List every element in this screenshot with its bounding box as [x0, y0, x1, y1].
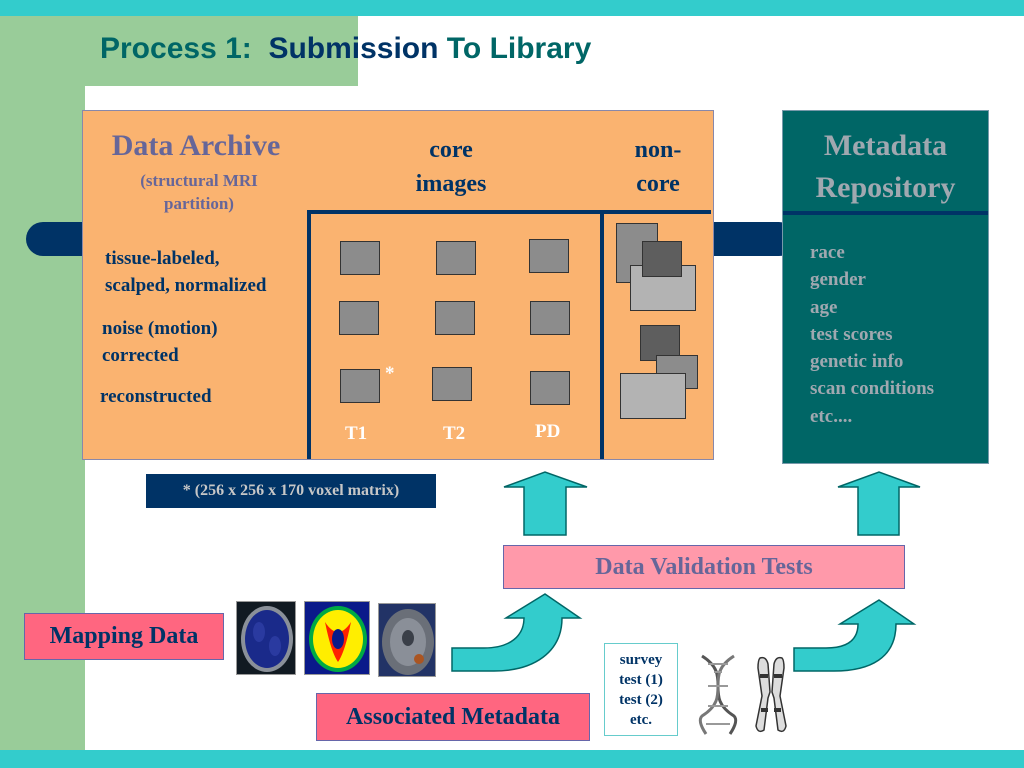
survey-line: survey — [619, 652, 663, 668]
archive-header-divider — [307, 210, 711, 214]
column-label-t2: T2 — [443, 423, 466, 444]
image-pd-corrected — [530, 301, 570, 335]
noncore-header-line1: non- — [634, 137, 682, 163]
core-images-header: core images — [389, 133, 513, 201]
curved-arrow-icon — [793, 599, 917, 672]
row-label-noise: noise (motion) corrected — [102, 315, 218, 369]
archive-subtitle: (structural MRI partition) — [83, 169, 315, 215]
data-archive-box: Data Archive (structural MRI partition) … — [82, 110, 714, 460]
row-label-tissue: tissue-labeled, scalped, normalized — [105, 245, 267, 299]
mapping-data-label: Mapping Data — [24, 613, 224, 660]
noncore-divider — [600, 214, 604, 459]
bottom-band — [0, 750, 1024, 768]
core-left-divider — [307, 210, 311, 459]
image-t1-labeled — [340, 241, 380, 275]
repository-item: gender — [810, 269, 866, 291]
curved-arrow-icon — [451, 593, 583, 672]
row-label-reconstructed: reconstructed — [100, 383, 212, 410]
repository-item: scan conditions — [810, 378, 935, 400]
survey-line: test (1) — [619, 672, 663, 688]
repository-item: etc.... — [810, 405, 853, 427]
row-label-tissue-line1: tissue-labeled, — [105, 248, 220, 269]
row-label-noise-line2: corrected — [102, 345, 179, 366]
up-arrow-icon — [837, 471, 921, 536]
row-label-tissue-line2: scalped, normalized — [105, 275, 267, 296]
column-label-pd: PD — [535, 421, 561, 442]
noncore-header-line2: core — [636, 171, 680, 197]
title-suffix: To Library — [438, 32, 592, 65]
noncore-image-3 — [642, 241, 682, 277]
repository-divider — [783, 211, 988, 215]
archive-subtitle-line1: (structural MRI — [140, 171, 258, 190]
top-band — [0, 0, 1024, 16]
repository-item: genetic info — [810, 351, 904, 373]
repository-item: test scores — [810, 323, 893, 345]
chromosome-icon — [755, 656, 787, 733]
noncore-header: non- core — [615, 133, 701, 201]
survey-line: test (2) — [619, 692, 663, 708]
brain-scan-2-graphic — [309, 606, 367, 672]
repository-title-line1: Metadata — [823, 129, 948, 162]
metadata-repository-box: Metadata Repository race gender age test… — [782, 110, 989, 464]
brain-scan-1-graphic — [241, 606, 293, 672]
repository-item: age — [810, 296, 838, 318]
top-green-panel — [85, 16, 358, 86]
repository-title-line2: Repository — [815, 171, 956, 204]
repository-title: Metadata Repository — [783, 125, 988, 209]
image-pd-reconstructed — [530, 371, 570, 405]
title-prefix: Process 1: — [100, 32, 269, 65]
up-arrow-icon — [503, 471, 588, 536]
associated-metadata-label: Associated Metadata — [316, 693, 590, 741]
brain-scan-icon — [236, 601, 296, 675]
archive-title: Data Archive — [111, 129, 281, 162]
brain-scan-3-graphic — [382, 609, 434, 675]
survey-tests-box: survey test (1) test (2) etc. — [604, 643, 678, 736]
core-header-line2: images — [415, 171, 487, 197]
page-title: Process 1: Submission To Library — [100, 32, 591, 66]
row-label-reconstructed-line1: reconstructed — [100, 386, 212, 407]
column-label-t1: T1 — [345, 423, 368, 444]
dna-helix-icon — [698, 654, 738, 735]
archive-subtitle-line2: partition) — [164, 194, 234, 213]
repository-item: race — [810, 242, 845, 263]
image-t2-labeled — [436, 241, 476, 275]
voxel-matrix-note: * (256 x 256 x 170 voxel matrix) — [146, 474, 436, 508]
asterisk-marker: * — [385, 363, 395, 384]
noncore-image-6 — [620, 373, 686, 419]
brain-scan-icon — [304, 601, 370, 675]
data-validation-tests-label: Data Validation Tests — [503, 545, 905, 589]
image-t1-reconstructed — [340, 369, 380, 403]
brain-scan-icon — [378, 603, 436, 677]
title-emphasis: Submission — [268, 32, 439, 65]
image-t1-corrected — [339, 301, 379, 335]
survey-line: etc. — [629, 712, 653, 728]
row-label-noise-line1: noise (motion) — [102, 318, 218, 339]
image-pd-labeled — [529, 239, 569, 273]
repository-item-list: race gender age test scores genetic info… — [810, 239, 934, 430]
image-t2-corrected — [435, 301, 475, 335]
core-header-line1: core — [429, 137, 473, 163]
image-t2-reconstructed — [432, 367, 472, 401]
